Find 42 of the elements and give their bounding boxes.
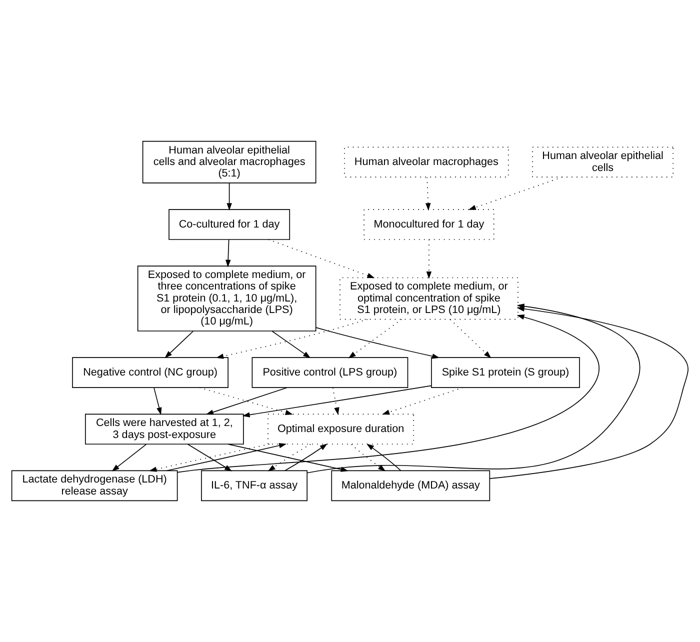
node-box: Human alveolar macrophages <box>344 146 509 178</box>
arrow <box>149 444 270 472</box>
node-box: Negative control (NC group) <box>72 357 228 388</box>
arrow <box>284 444 328 471</box>
node-box: Positive control (LPS group) <box>252 357 408 388</box>
node-box: Human alveolar epithelial cells and alveolar macrophages (5:1) <box>142 140 316 184</box>
node-box: Spike S1 protein (S group) <box>431 357 580 388</box>
arrow <box>226 239 231 268</box>
arrow <box>177 314 600 473</box>
arrow <box>316 327 440 359</box>
node-box: Cells were harvested at 1, 2, 3 days post-exposure <box>85 414 244 445</box>
arrow <box>350 444 386 472</box>
node-box: Human alveolar epithelial cells <box>532 146 674 178</box>
node-box: Malonaldehyde (MDA) assay <box>331 470 490 502</box>
arrow <box>426 239 432 279</box>
node-box: IL-6, TNF-α assay <box>201 470 308 502</box>
arrow <box>166 443 287 472</box>
arrow <box>348 318 402 358</box>
arrow <box>468 176 563 210</box>
arrow <box>226 182 232 211</box>
arrow <box>366 444 402 471</box>
node-box: Optimal exposure duration <box>268 414 414 445</box>
arrow <box>268 239 375 278</box>
arrow <box>164 330 194 358</box>
node-box: Co-cultured for 1 day <box>168 209 290 240</box>
arrow <box>450 319 492 358</box>
arrow <box>425 176 431 211</box>
arrow <box>154 387 162 415</box>
node-box: Exposed to complete medium, or three concentrations of spike S1 protein (0.1, 1, 10 μg/mL), or lipopolysaccharide (LPS) (10 μg/mL) <box>137 266 316 332</box>
arrow <box>228 444 348 472</box>
arrow <box>242 385 432 418</box>
arrow <box>332 387 340 416</box>
arrow <box>489 306 688 480</box>
node-box: Monocultured for 1 day <box>364 209 494 240</box>
node-box: Exposed to complete medium, or optimal concentration of spike S1 protein, or LPS (10 μg/mL) <box>340 277 518 320</box>
arrow <box>187 444 232 472</box>
arrow <box>272 330 311 358</box>
node-box: Lactate dehydrogenase (LDH) release assay <box>11 470 178 502</box>
arrow <box>112 444 146 472</box>
arrow <box>382 387 464 415</box>
arrow <box>216 318 368 359</box>
arrow <box>268 444 311 472</box>
